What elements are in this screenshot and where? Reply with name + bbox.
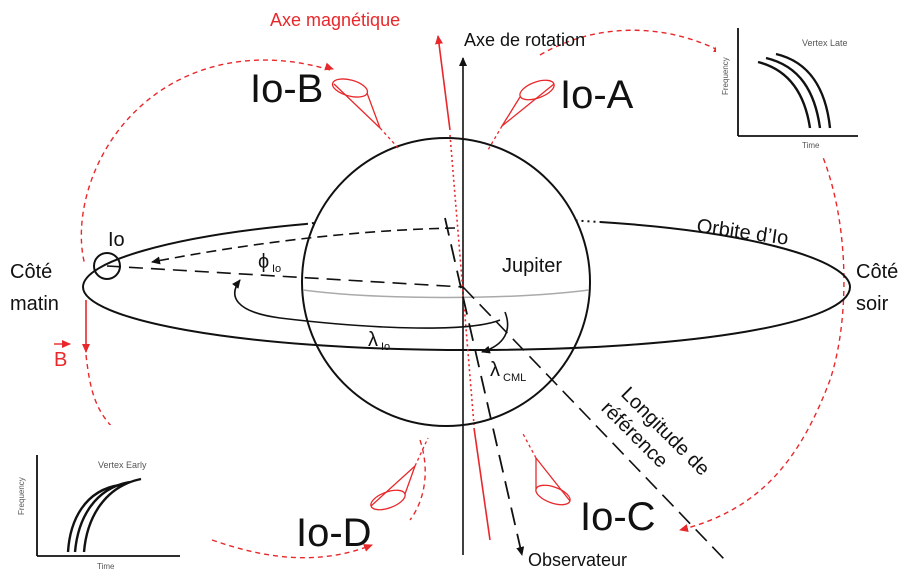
inset-late-curve-1: [757, 60, 812, 129]
magnetic-axis-inside: [449, 134, 475, 426]
reference-longitude-line: [462, 286, 726, 561]
inset-early-curve-3: [82, 477, 142, 553]
label-cote-matin-1: Côté: [10, 261, 52, 283]
inset-early-title: Vertex Early: [98, 460, 147, 470]
inset-late-title: Vertex Late: [802, 38, 848, 48]
loop-bottom: [211, 539, 373, 559]
label-b: B: [54, 349, 67, 371]
loop-top-left-arrow: [324, 62, 334, 71]
observer-line: [444, 217, 525, 556]
inset-early-xlabel: Time: [97, 562, 115, 571]
label-observateur: Observateur: [528, 550, 627, 570]
svg-text:λ: λ: [490, 359, 500, 381]
label-axe-magnetique: Axe magnétique: [270, 10, 400, 30]
label-cote-matin-2: matin: [10, 293, 59, 315]
loop-top-left: [80, 59, 331, 266]
loop-left-lower: [85, 354, 116, 431]
inset-late-xlabel: Time: [802, 141, 820, 150]
svg-text:Io: Io: [381, 341, 390, 353]
phi-arc: [151, 227, 456, 265]
cone-io-b: [331, 78, 401, 151]
loop-right: [679, 149, 845, 532]
label-cote-soir-1: Côté: [856, 261, 898, 283]
lambda-cml-arc: [481, 311, 509, 354]
label-io-b: Io-B: [250, 67, 323, 111]
svg-text:Io: Io: [272, 263, 281, 275]
label-axe-rotation: Axe de rotation: [464, 30, 585, 50]
label-phi-io: ϕ Io: [258, 251, 281, 275]
io-to-center-line: [106, 265, 464, 288]
label-lambda-io: λ Io: [368, 329, 390, 353]
label-jupiter: Jupiter: [502, 255, 562, 277]
inset-vertex-early: Vertex Early Frequency Time: [0, 425, 210, 573]
inset-early-curve-2: [73, 480, 131, 553]
label-io-d: Io-D: [296, 511, 372, 555]
inset-vertex-late: Vertex Late Frequency Time: [716, 0, 902, 156]
cone-io-d: [370, 437, 429, 511]
inset-early-ylabel: Frequency: [17, 477, 26, 515]
magnetic-axis-top: [435, 35, 451, 131]
label-cote-soir-2: soir: [856, 293, 889, 315]
magnetic-axis-bottom: [473, 427, 491, 541]
inset-late-curve-3: [775, 52, 832, 129]
cone-io-c: [521, 431, 571, 506]
label-io: Io: [108, 229, 125, 251]
label-io-a: Io-A: [560, 73, 634, 117]
jupiter-equator: [302, 289, 590, 299]
label-longitude-reference: Longitude de référence: [597, 383, 714, 480]
inset-early-curve-1: [66, 483, 121, 553]
inset-late-curve-2: [765, 56, 822, 129]
label-orbite: Orbite d’Io: [695, 215, 789, 250]
label-b-vector: B: [54, 340, 71, 371]
loop-bottom-left-up: [409, 439, 426, 521]
svg-text:CML: CML: [503, 372, 526, 384]
lambda-io-arc: [232, 279, 501, 329]
svg-text:ϕ: ϕ: [258, 251, 269, 273]
svg-text:λ: λ: [368, 329, 378, 351]
jupiter-sphere: [301, 137, 591, 427]
cone-io-a: [487, 79, 555, 151]
orbit-ellipse: [81, 221, 852, 352]
inset-late-ylabel: Frequency: [721, 57, 730, 95]
label-io-c: Io-C: [580, 495, 656, 539]
label-lambda-cml: λ CML: [490, 359, 526, 384]
